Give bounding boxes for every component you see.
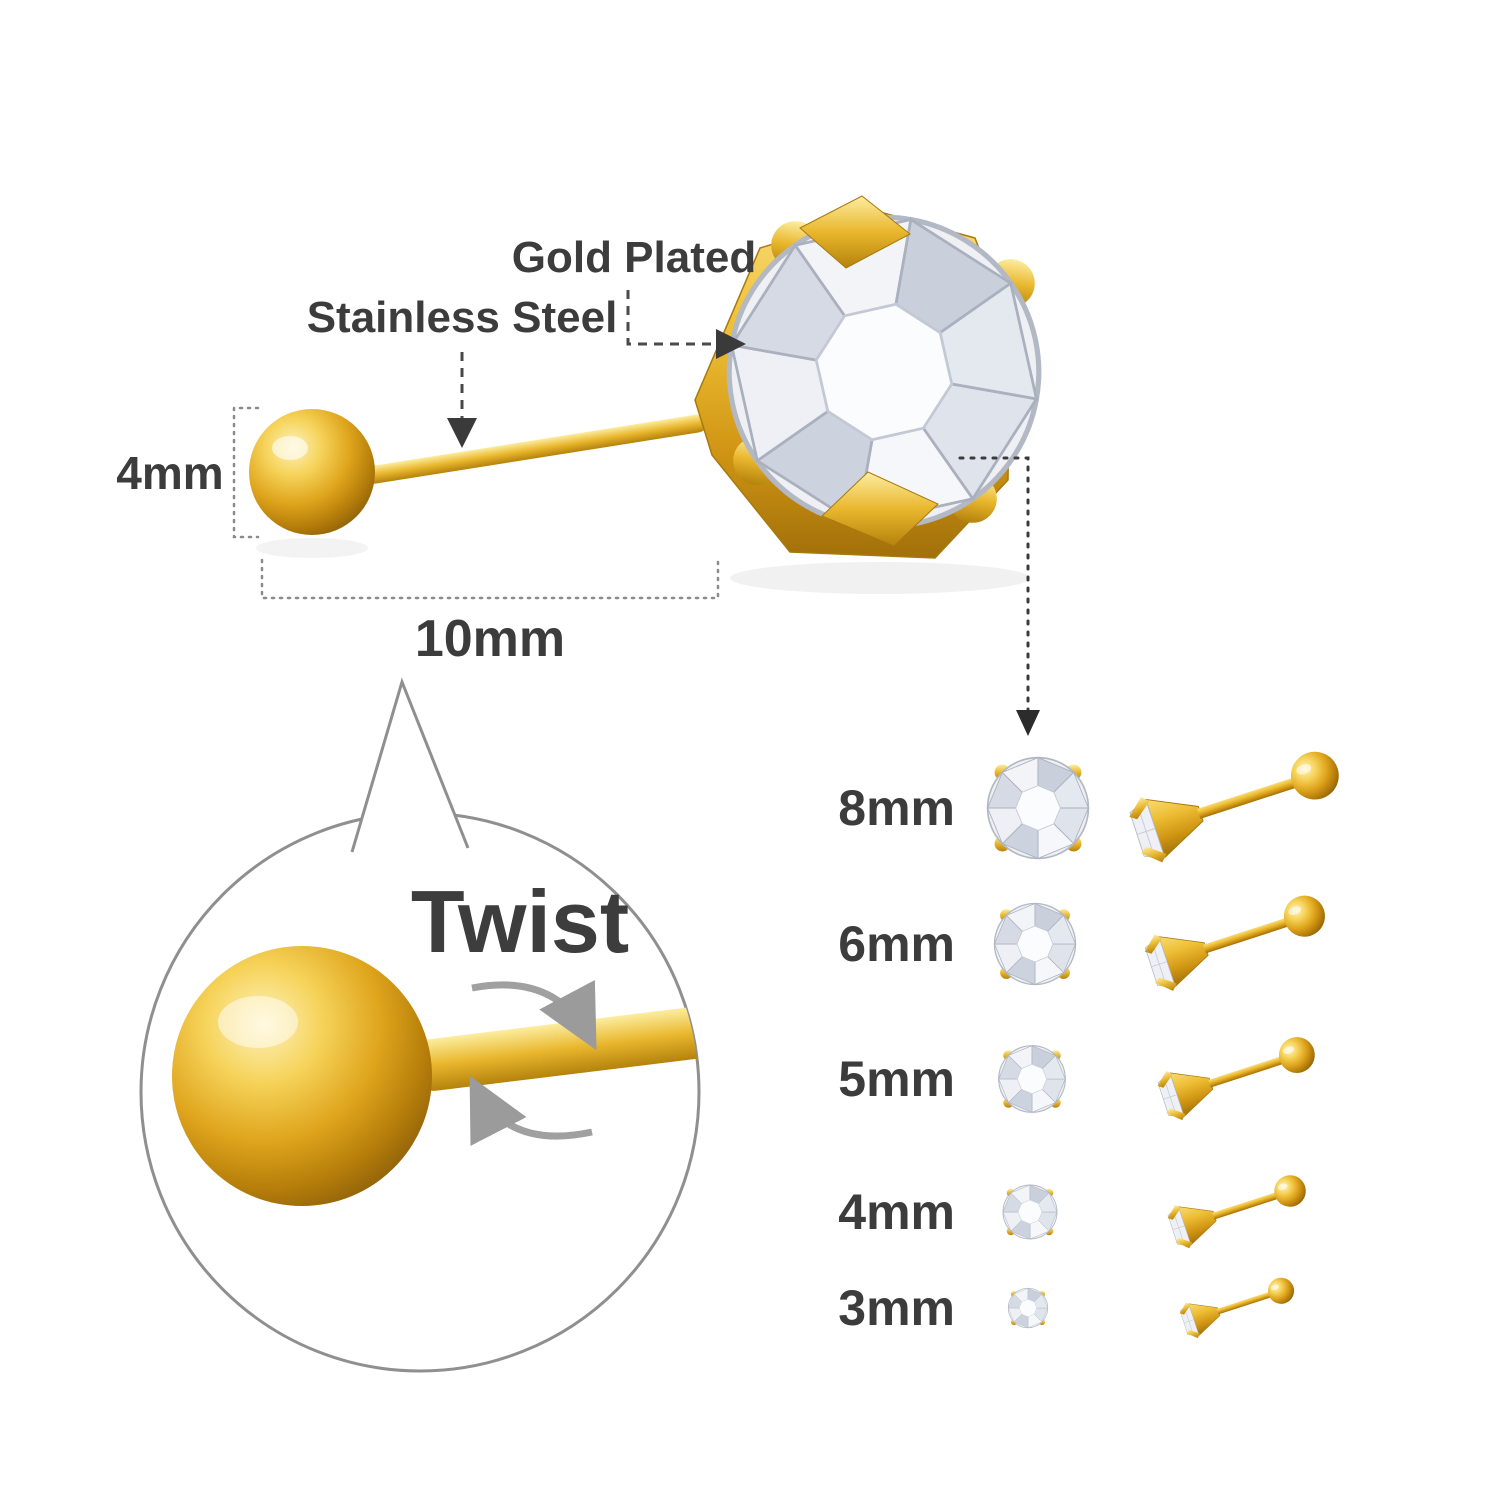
ball-shadow <box>256 538 368 558</box>
rotate-arrow-bottom-icon <box>469 1075 593 1146</box>
gem-front-4mm <box>1002 1184 1058 1240</box>
stud-side-4mm <box>1164 1164 1313 1253</box>
stud-side-3mm <box>1176 1269 1300 1342</box>
rotate-arrow-top-icon <box>471 979 597 1051</box>
gold-plated-leader-line <box>626 290 746 359</box>
down-arrow-icon <box>1016 710 1040 736</box>
stud-side-5mm <box>1153 1025 1323 1125</box>
callouts: Gold Plated Stainless Steel 4mm 10mm <box>116 233 1040 736</box>
twist-label: Twist <box>411 872 629 971</box>
size-label: 3mm <box>838 1280 955 1336</box>
prong-bottom <box>821 471 939 547</box>
zoom-ball <box>172 946 432 1206</box>
gem-front-8mm <box>986 756 1090 860</box>
size-label: 6mm <box>838 916 955 972</box>
earring-post <box>365 414 707 484</box>
twist-zoom-bubble: Twist <box>139 677 701 1373</box>
stud-side-8mm <box>1124 735 1350 869</box>
ball-diameter-bracket <box>232 406 260 539</box>
size-row-5mm: 5mm <box>838 1025 1323 1125</box>
gem-front-3mm <box>1007 1287 1049 1329</box>
gold-plated-label: Gold Plated <box>512 233 756 282</box>
earring-ball <box>249 409 375 535</box>
stainless-steel-label: Stainless Steel <box>307 293 618 342</box>
gem-front-5mm <box>998 1045 1066 1113</box>
length-label: 10mm <box>415 610 565 668</box>
size-label: 4mm <box>838 1184 955 1240</box>
gem-shadow <box>730 562 1030 594</box>
gem-to-chart-leader <box>958 456 1030 714</box>
size-label: 8mm <box>838 780 955 836</box>
zoom-ball-highlight <box>218 996 298 1048</box>
size-row-3mm: 3mm <box>838 1269 1300 1342</box>
gem-front-6mm <box>993 902 1077 986</box>
size-label: 5mm <box>838 1051 955 1107</box>
stud-side-6mm <box>1140 882 1334 996</box>
size-row-4mm: 4mm <box>838 1164 1313 1253</box>
size-chart: 8mm 6mm 5mm 4mm <box>838 735 1350 1342</box>
prong-top <box>799 195 911 269</box>
main-earring-illustration <box>249 193 1063 594</box>
size-row-8mm: 8mm <box>838 735 1350 869</box>
length-bracket <box>260 558 720 600</box>
size-row-6mm: 6mm <box>838 882 1334 996</box>
bubble-tail-fill <box>352 682 468 852</box>
ball-diameter-label: 4mm <box>116 447 223 499</box>
ball-highlight <box>272 436 308 460</box>
bubble-tail-outline <box>350 677 470 853</box>
bubble-contents <box>172 946 699 1206</box>
